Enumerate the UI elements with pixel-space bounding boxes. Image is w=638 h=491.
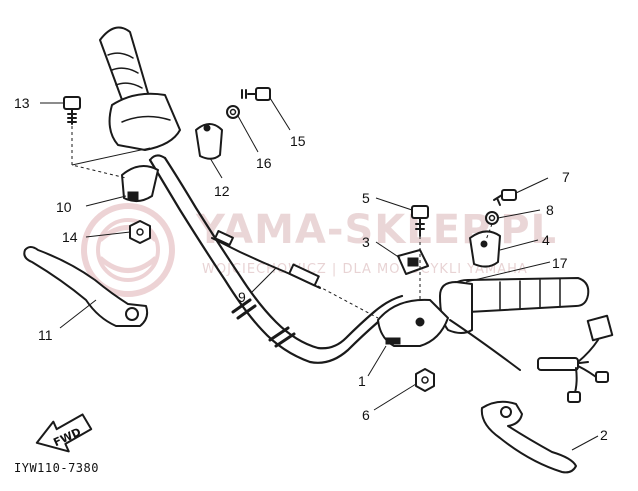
- callout-9: 9: [238, 289, 246, 305]
- switch-wiring: [449, 314, 614, 403]
- diagram-code: IYW110-7380: [14, 461, 99, 475]
- callout-4: 4: [542, 232, 550, 248]
- part-14-nut: [129, 220, 151, 244]
- part-2-brake-lever: [480, 400, 577, 474]
- part-4-clamp: [469, 230, 501, 268]
- leader-lines: [40, 97, 599, 451]
- callout-11: 11: [38, 327, 53, 343]
- part-5-screw: [411, 205, 429, 237]
- watermark-title: YAMA-SKLEP.PL: [195, 207, 557, 253]
- callout-13: 13: [14, 95, 30, 111]
- part-1-master-cylinder: [377, 298, 449, 347]
- callout-12: 12: [214, 183, 230, 199]
- callouts: 13 15 16 12 10 14 11 9 5 3 7 8 4 17 1 6 …: [14, 95, 608, 443]
- callout-16: 16: [256, 155, 272, 171]
- part-13-bolt: [63, 96, 81, 125]
- part-12-clamp: [195, 123, 223, 160]
- callout-10: 10: [56, 199, 72, 215]
- callout-15: 15: [290, 133, 306, 149]
- part-7-bolt: [493, 189, 517, 206]
- callout-7: 7: [562, 169, 570, 185]
- callout-8: 8: [546, 202, 554, 218]
- callout-1: 1: [358, 373, 366, 389]
- part-8-washer: [485, 211, 499, 225]
- callout-3: 3: [362, 234, 370, 250]
- handlebar: [148, 154, 404, 364]
- watermark-subtitle: WOJCIECHOWICZ | DLA MOTOCYKLI YAMAHA: [202, 262, 528, 277]
- part-17-grip: [439, 277, 590, 334]
- part-9-cable: [211, 229, 321, 289]
- callout-5: 5: [362, 190, 370, 206]
- fwd-arrow: FWD: [35, 413, 93, 453]
- throttle-grip: [99, 26, 181, 151]
- part-15-screw: [241, 87, 271, 101]
- part-6-nut: [415, 368, 435, 392]
- callout-2: 2: [600, 427, 608, 443]
- part-11-clutch-lever: [23, 246, 149, 327]
- part-16-washer: [226, 105, 240, 119]
- part-10-lever-holder: [121, 165, 159, 202]
- callout-17: 17: [552, 255, 568, 271]
- callout-6: 6: [362, 407, 370, 423]
- callout-14: 14: [62, 229, 78, 245]
- watermark-logo: [81, 203, 175, 297]
